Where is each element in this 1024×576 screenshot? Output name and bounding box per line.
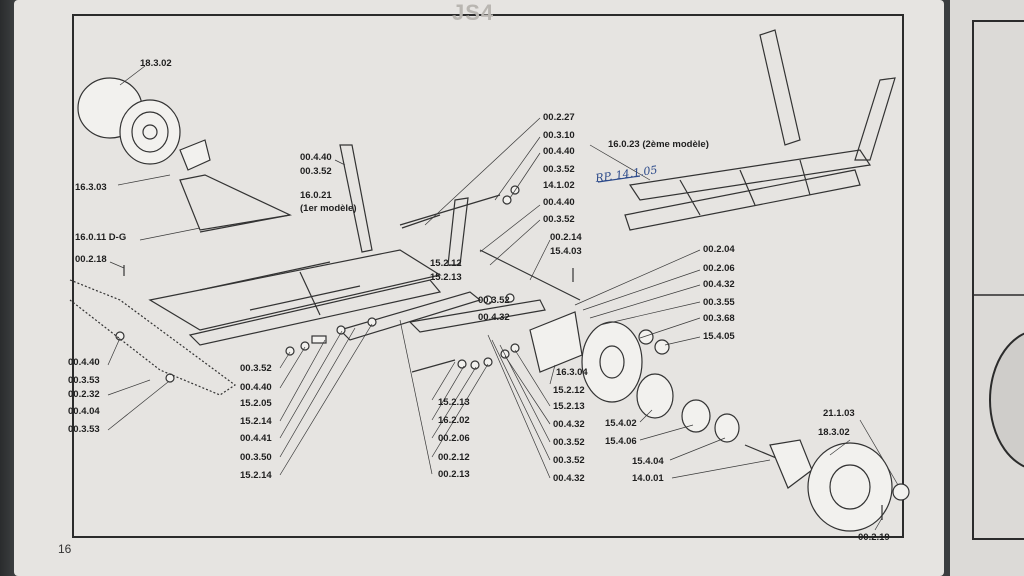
label-00-3-52: 00.3.52 <box>553 455 585 466</box>
label-00-3-52: 00.3.52 <box>553 437 585 448</box>
label-00-3-55: 00.3.55 <box>703 297 735 308</box>
label-00-4-32: 00.4.32 <box>703 279 735 290</box>
small-fasteners <box>115 185 574 383</box>
label-00-2-06: 00.2.06 <box>438 433 470 444</box>
label-00-3-50: 00.3.50 <box>240 452 272 463</box>
label-18-3-02: 18.3.02 <box>818 427 850 438</box>
label-00-4-32: 00.4.32 <box>478 312 510 323</box>
label-00-2-27: 00.2.27 <box>543 112 575 123</box>
brake-drum-top-left <box>77 77 181 165</box>
rear-brake-drum <box>744 439 910 532</box>
label-15-4-06: 15.4.06 <box>605 436 637 447</box>
label-00-2-19: 00.2.19 <box>858 532 890 543</box>
handwritten-underline <box>597 175 641 183</box>
label-00-3-53: 00.3.53 <box>68 424 100 435</box>
label-00-3-52: 00.3.52 <box>240 363 272 374</box>
leader-lines <box>107 65 899 531</box>
label-15-4-04: 15.4.04 <box>632 456 664 467</box>
label-00-3-52: 00.3.52 <box>300 166 332 177</box>
label-15-2-12: 15.2.12 <box>553 385 585 396</box>
front-wishbone <box>179 139 292 233</box>
rear-hub-bearings <box>636 373 740 443</box>
part-labels: 18.3.02 16.3.03 16.0.11 D-G 00.2.18 00.4… <box>68 58 890 543</box>
label-00-3-52: 00.3.52 <box>543 214 575 225</box>
label-16-0-11: 16.0.11 D-G <box>75 232 126 243</box>
label-00-3-53: 00.3.53 <box>68 375 100 386</box>
rear-arm <box>338 249 581 341</box>
label-00-4-40: 00.4.40 <box>68 357 100 368</box>
label-00-3-10: 00.3.10 <box>543 130 575 141</box>
label-16-3-04: 16.3.04 <box>556 367 588 378</box>
label-00-2-18: 00.2.18 <box>75 254 107 265</box>
label-00-4-40: 00.4.40 <box>543 197 575 208</box>
label-00-2-13: 00.2.13 <box>438 469 470 480</box>
label-00-4-40: 00.4.40 <box>240 382 272 393</box>
label-15-2-14: 15.2.14 <box>240 416 272 427</box>
label-00-3-68: 00.3.68 <box>703 313 735 324</box>
label-00-2-14: 00.2.14 <box>550 232 582 243</box>
page-number: 16 <box>58 542 72 556</box>
rear-subframe <box>624 29 896 231</box>
label-14-0-01: 14.0.01 <box>632 473 664 484</box>
label-16-3-03: 16.3.03 <box>75 182 107 193</box>
label-1er-modele: (1er modèle) <box>300 203 357 214</box>
facing-page-wheel <box>974 294 1024 468</box>
header-logo: JS4 <box>452 0 495 25</box>
facing-page-frame <box>972 20 1024 540</box>
label-00-4-40: 00.4.40 <box>543 146 575 157</box>
label-15-4-02: 15.4.02 <box>605 418 637 429</box>
label-15-2-13: 15.2.13 <box>438 397 470 408</box>
label-16-0-23: 16.0.23 (2ème modèle) <box>608 139 709 150</box>
label-16-2-02: 16.2.02 <box>438 415 470 426</box>
label-00-4-32: 00.4.32 <box>553 473 585 484</box>
label-00-4-32: 00.4.32 <box>553 419 585 430</box>
label-18-3-02: 18.3.02 <box>140 58 172 69</box>
label-14-1-02: 14.1.02 <box>543 180 575 191</box>
label-00-4-41: 00.4.41 <box>240 433 272 444</box>
label-15-2-13: 15.2.13 <box>553 401 585 412</box>
label-00-2-06: 00.2.06 <box>703 263 735 274</box>
label-00-3-52: 00.3.52 <box>478 295 510 306</box>
label-15-2-14: 15.2.14 <box>240 470 272 481</box>
label-00-3-52: 00.3.52 <box>543 164 575 175</box>
label-00-2-04: 00.2.04 <box>703 244 735 255</box>
label-00-4-04: 00.4.04 <box>68 406 100 417</box>
label-00-2-32: 00.2.32 <box>68 389 100 400</box>
label-15-2-05: 15.2.05 <box>240 398 272 409</box>
label-15-2-12: 15.2.12 <box>430 258 462 269</box>
label-00-4-40: 00.4.40 <box>300 152 332 163</box>
chassis-frame <box>148 144 501 346</box>
label-00-2-12: 00.2.12 <box>438 452 470 463</box>
label-15-4-03: 15.4.03 <box>550 246 582 257</box>
facing-page <box>950 0 1024 576</box>
label-16-0-21: 16.0.21 <box>300 190 332 201</box>
floor-panel <box>69 279 237 396</box>
label-15-4-05: 15.4.05 <box>703 331 735 342</box>
label-21-1-03: 21.1.03 <box>823 408 855 419</box>
diagram-frame <box>72 14 904 538</box>
label-15-2-13: 15.2.13 <box>430 272 462 283</box>
